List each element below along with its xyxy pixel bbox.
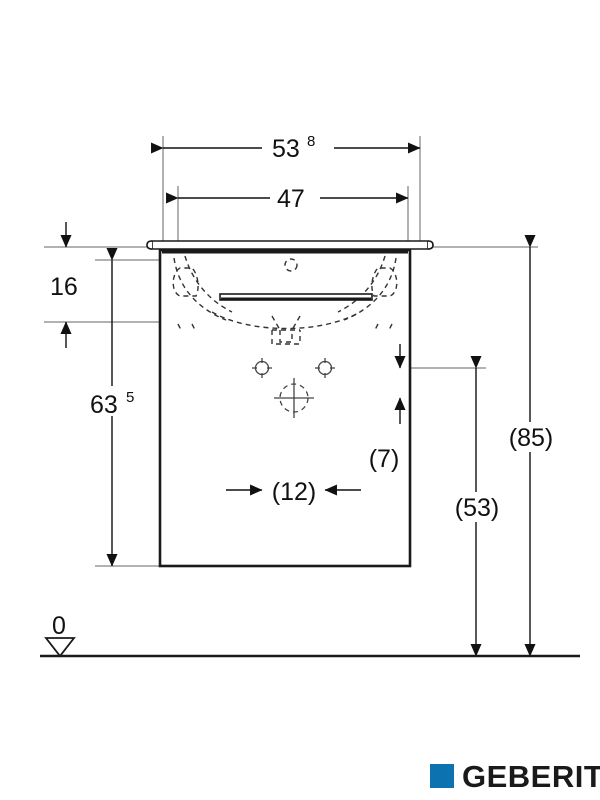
dim-label-cabinet-height: 63 [90, 391, 118, 419]
logo-square-icon [430, 764, 454, 788]
washbasin-top [146, 240, 434, 254]
datum-triangle-icon [44, 637, 76, 658]
dim-label-overall-width: 53 [272, 135, 300, 163]
vanity-cabinet-outline [158, 248, 412, 568]
dimension-waste-offset: (7) [369, 344, 406, 473]
geberit-logo: GEBERIT [430, 759, 600, 794]
dim-label-basin-height: 16 [50, 273, 78, 301]
waste-outlet-marker [274, 378, 314, 418]
dim-sup-cabinet-height: 5 [126, 389, 134, 406]
dimension-connection-offset: (12) [226, 478, 361, 506]
dimension-basin-height: 16 [50, 222, 78, 348]
datum-label: 0 [52, 612, 66, 640]
dimension-total-height: (85) [504, 235, 560, 657]
datum-marker: 0 [44, 612, 76, 658]
crosshair-icon-left [252, 358, 272, 378]
washbasin-hidden-geometry [172, 255, 398, 345]
dimension-overall-width: 53 8 [151, 131, 421, 163]
logo-wordmark: GEBERIT [462, 759, 600, 794]
dim-sup-overall-width: 8 [307, 133, 315, 150]
dim-label-waste-offset: (7) [369, 445, 400, 473]
dimension-cabinet-width: 47 [166, 181, 409, 213]
crosshair-icon-right [315, 358, 335, 378]
dim-label-supply-height: (53) [455, 494, 499, 522]
dim-label-cabinet-width: 47 [277, 185, 305, 213]
dimension-supply-height: (53) [450, 356, 506, 657]
water-connection-markers [252, 358, 335, 418]
dimension-cabinet-height: 63 5 [86, 248, 148, 567]
dim-label-connection-offset: (12) [272, 478, 316, 506]
dim-label-total-height: (85) [509, 424, 553, 452]
washbasin-front-lip [219, 293, 373, 301]
